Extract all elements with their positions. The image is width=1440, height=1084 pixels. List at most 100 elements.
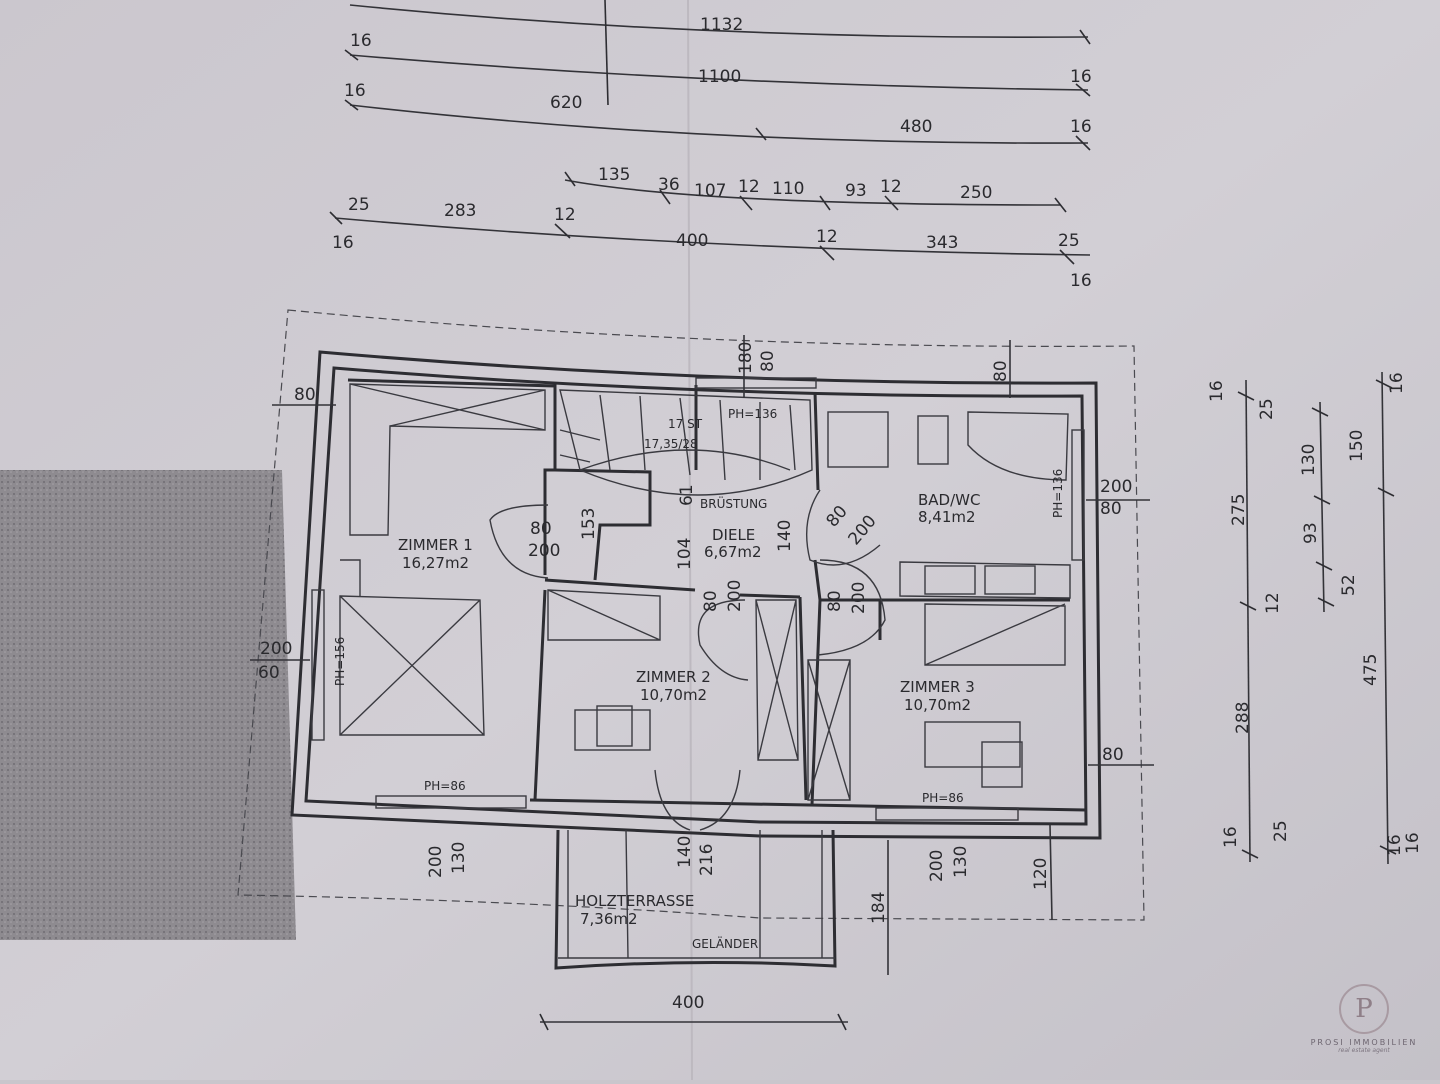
dim-200: 200 — [260, 639, 292, 659]
dim-200: 200 — [927, 850, 947, 882]
dim-343: 343 — [926, 233, 958, 253]
dim-60: 60 — [258, 663, 280, 683]
dim-80: 80 — [294, 385, 316, 405]
note-zimmer3-ph-bottom: PH=86 — [922, 791, 964, 805]
dim-140: 140 — [775, 520, 795, 552]
dim-400: 400 — [676, 231, 708, 251]
windows — [311, 377, 1085, 821]
dim-25: 25 — [1271, 820, 1291, 842]
dim-16: 16 — [1070, 271, 1092, 291]
dim-12: 12 — [816, 227, 838, 247]
dim-620: 620 — [550, 93, 582, 113]
room-terrasse-name: HOLZTERRASSE — [575, 892, 694, 910]
dim-80: 80 — [991, 360, 1011, 382]
room-bad-name: BAD/WC — [918, 491, 980, 509]
paper-fold — [687, 0, 693, 1081]
room-bad-area: 8,41m2 — [918, 508, 976, 526]
dim-16: 16 — [332, 233, 354, 253]
dim-200: 200 — [528, 541, 560, 561]
logo-mark: P — [1339, 984, 1389, 1034]
dim-80: 80 — [530, 519, 552, 539]
note-bruestung: BRÜSTUNG — [700, 495, 767, 511]
staircase — [559, 389, 813, 496]
room-zimmer-3-name: ZIMMER 3 — [900, 678, 975, 696]
dim-135: 135 — [598, 165, 630, 185]
dim-250: 250 — [960, 183, 992, 203]
dim-1132: 1132 — [700, 15, 743, 35]
terrace — [554, 829, 837, 970]
dim-16: 16 — [344, 81, 366, 101]
dim-288: 288 — [1233, 702, 1253, 734]
dim-16: 16 — [1207, 380, 1227, 402]
note-stair-ph: PH=136 — [728, 407, 777, 421]
dim-200: 200 — [849, 582, 869, 614]
hatched-area — [0, 470, 296, 940]
room-zimmer-1-area: 16,27m2 — [402, 554, 469, 572]
dim-80: 80 — [701, 590, 721, 612]
right-dimensions: 16 25 275 12 288 16 25 130 93 52 150 475… — [1207, 371, 1423, 865]
room-terrasse-area: 7,36m2 — [580, 910, 638, 928]
dim-1100: 1100 — [698, 67, 741, 87]
dim-80: 80 — [1102, 745, 1124, 765]
dim-80: 80 — [825, 590, 845, 612]
logo-tagline: real estate agent — [1338, 1047, 1390, 1054]
doors — [489, 489, 886, 831]
dim-16: 16 — [1070, 117, 1092, 137]
dim-12: 12 — [554, 205, 576, 225]
room-zimmer-1-name: ZIMMER 1 — [398, 536, 473, 554]
note-zimmer1-ph-bottom: PH=86 — [424, 779, 466, 793]
dim-200: 200 — [426, 846, 446, 878]
dim-200: 200 — [725, 580, 745, 612]
dim-16: 16 — [1387, 372, 1407, 394]
dim-283: 283 — [444, 201, 476, 221]
dim-275: 275 — [1229, 494, 1249, 526]
plan-notes: 17 ST 17,35/28 PH=136 BRÜSTUNG PH=136 PH… — [333, 407, 1065, 951]
dim-180: 180 — [736, 342, 756, 374]
top-dimensions: 1132 16 1100 16 16 620 480 16 135 36 107… — [329, 0, 1092, 291]
dim-16: 16 — [1403, 832, 1423, 854]
furniture — [339, 383, 1071, 801]
note-zimmer1-ph-side: PH=156 — [333, 637, 347, 686]
dim-25: 25 — [348, 195, 370, 215]
dim-16: 16 — [1385, 834, 1405, 856]
dim-25: 25 — [1058, 231, 1080, 251]
note-bad-ph: PH=136 — [1051, 469, 1065, 518]
room-diele-area: 6,67m2 — [704, 543, 762, 561]
note-stair-ratio: 17,35/28 — [644, 437, 698, 451]
note-gelaender: GELÄNDER — [692, 936, 758, 951]
dim-16: 16 — [1070, 67, 1092, 87]
dim-61: 61 — [677, 484, 697, 506]
dim-12: 12 — [738, 177, 760, 197]
dim-93: 93 — [845, 181, 867, 201]
room-labels: ZIMMER 1 16,27m2 ZIMMER 2 10,70m2 ZIMMER… — [398, 491, 980, 928]
dim-80: 80 — [758, 350, 778, 372]
dim-25: 25 — [1257, 398, 1277, 420]
room-diele-name: DIELE — [712, 526, 755, 544]
dim-110: 110 — [772, 179, 804, 199]
dim-52: 52 — [1339, 574, 1359, 596]
dim-16: 16 — [350, 31, 372, 51]
logo-name: PROSI IMMOBILIEN — [1310, 1038, 1418, 1047]
dim-216: 216 — [697, 844, 717, 876]
dim-130: 130 — [449, 842, 469, 874]
dim-120: 120 — [1031, 858, 1051, 890]
dashed-boundary — [237, 309, 1145, 921]
dim-130: 130 — [951, 846, 971, 878]
dim-400: 400 — [672, 993, 704, 1013]
note-stairs: 17 ST — [668, 417, 703, 431]
room-zimmer-2-area: 10,70m2 — [640, 686, 707, 704]
dim-184: 184 — [869, 892, 889, 924]
room-zimmer-3-area: 10,70m2 — [904, 696, 971, 714]
dim-130: 130 — [1299, 444, 1319, 476]
dim-36: 36 — [658, 175, 680, 195]
dim-150: 150 — [1347, 430, 1367, 462]
dim-107: 107 — [694, 181, 726, 201]
agency-logo: P PROSI IMMOBILIEN real estate agent — [1296, 984, 1432, 1064]
dim-104: 104 — [675, 538, 695, 570]
dim-475: 475 — [1361, 654, 1381, 686]
dim-153: 153 — [579, 508, 599, 540]
dim-480: 480 — [900, 117, 932, 137]
room-zimmer-2-name: ZIMMER 2 — [636, 668, 711, 686]
